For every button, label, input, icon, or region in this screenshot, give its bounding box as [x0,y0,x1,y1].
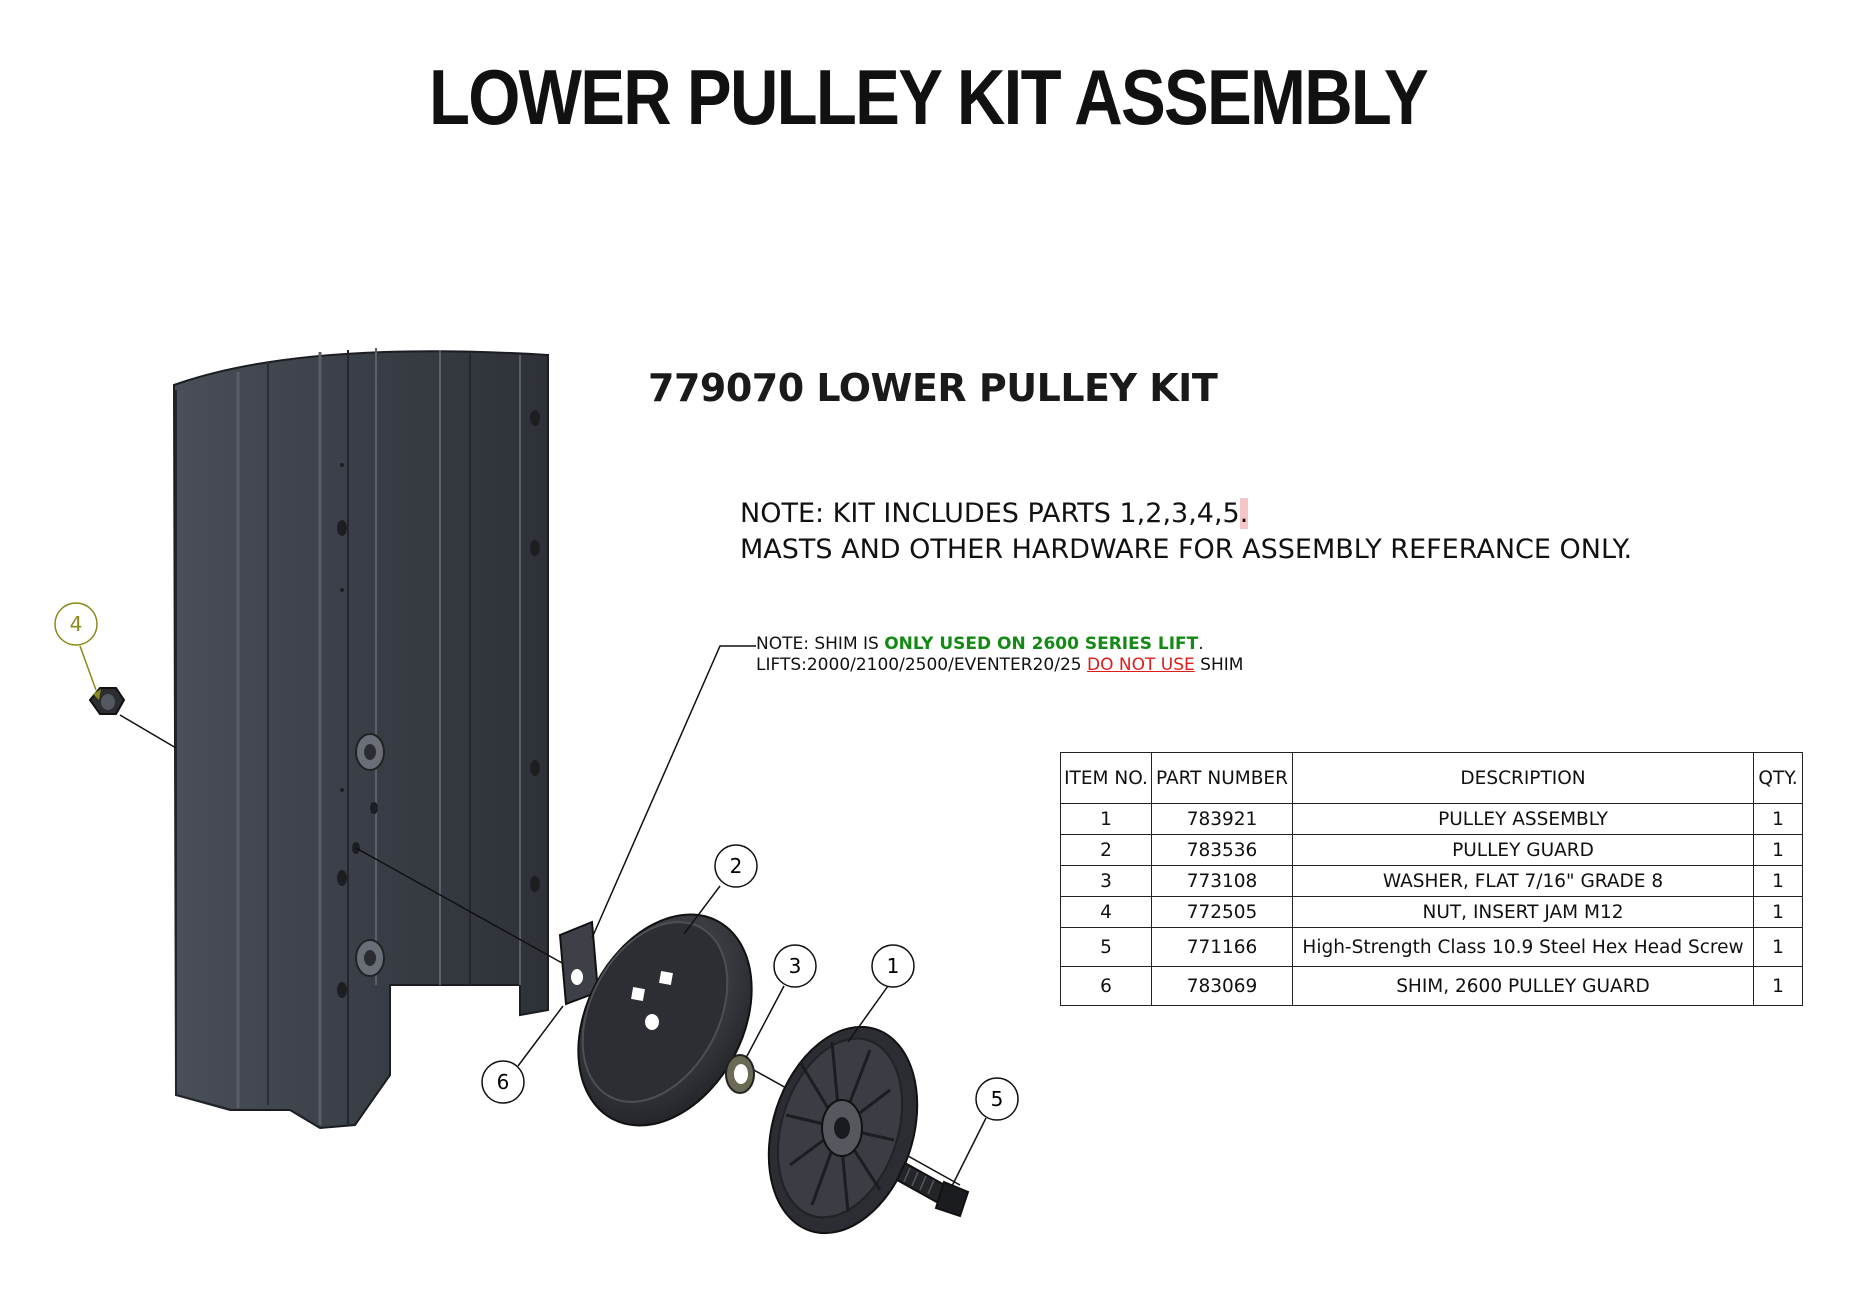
leader-arrow-4 [93,689,101,700]
leader-lines [517,645,987,1187]
bom-header-part: PART NUMBER [1151,752,1293,804]
kit-note-line1: NOTE: KIT INCLUDES PARTS 1,2,3,4,5. [740,496,1632,532]
shim-part [558,920,600,1006]
table-row: 4 772505 NUT, INSERT JAM M12 1 [1060,896,1803,928]
bom-part-number: 771166 [1151,927,1293,967]
bom-description: WASHER, FLAT 7/16" GRADE 8 [1292,865,1754,897]
bom-description: SHIM, 2600 PULLEY GUARD [1292,966,1754,1006]
table-row: 2 783536 PULLEY GUARD 1 [1060,834,1803,866]
table-row: 1 783921 PULLEY ASSEMBLY 1 [1060,803,1803,835]
bom-item-no: 4 [1060,896,1152,928]
bom-description: NUT, INSERT JAM M12 [1292,896,1754,928]
balloon-2: 2 [714,844,758,888]
shim-note-warning: DO NOT USE [1087,655,1195,675]
bom-part-number: 783069 [1151,966,1293,1006]
pulley-part [767,1025,919,1235]
balloon-4-label: 4 [70,612,83,636]
bom-header-description: DESCRIPTION [1292,752,1754,804]
shim-note-lifts: LIFTS:2000/2100/2500/EVENTER20/25 [756,655,1088,675]
shim-note-line2: LIFTS:2000/2100/2500/EVENTER20/25 DO NOT… [756,655,1243,676]
leader-line-6 [517,1005,564,1067]
washer-part [725,1054,755,1094]
leader-line-shim-note [591,645,756,939]
bill-of-materials-table: ITEM NO. PART NUMBER DESCRIPTION QTY. 1 … [1060,752,1803,1006]
balloon-4: 4 [54,602,98,646]
bom-qty: 1 [1753,803,1803,835]
balloon-1-label: 1 [887,954,900,978]
balloon-3-label: 3 [789,954,802,978]
screw-part [895,1161,970,1218]
bom-qty: 1 [1753,865,1803,897]
kit-note: NOTE: KIT INCLUDES PARTS 1,2,3,4,5. MAST… [740,496,1632,568]
bom-description: PULLEY GUARD [1292,834,1754,866]
table-row: 3 773108 WASHER, FLAT 7/16" GRADE 8 1 [1060,865,1803,897]
leader-line-1 [847,985,889,1043]
bom-description: PULLEY ASSEMBLY [1292,803,1754,835]
bom-part-number: 772505 [1151,896,1293,928]
shim-note-emphasis: ONLY USED ON 2600 SERIES LIFT [884,634,1199,654]
leader-line-4 [79,645,97,691]
leader-line-3 [745,985,785,1059]
kit-note-highlight: . [1239,498,1249,529]
mast-illustration [172,348,549,1130]
shim-note-shim: SHIM [1194,655,1244,675]
bom-header-item: ITEM NO. [1060,752,1152,804]
balloon-5: 5 [975,1077,1019,1121]
balloon-1: 1 [871,944,915,988]
bom-qty: 1 [1753,927,1803,967]
pulley-guard-part [577,913,753,1127]
shim-note-line1: NOTE: SHIM IS ONLY USED ON 2600 SERIES L… [756,634,1243,655]
shim-note: NOTE: SHIM IS ONLY USED ON 2600 SERIES L… [756,634,1243,676]
balloon-6-label: 6 [497,1070,510,1094]
nut-axis-line [119,714,177,749]
balloon-6: 6 [481,1060,525,1104]
leader-line-5 [951,1117,987,1187]
kit-title: 779070 LOWER PULLEY KIT [648,366,1218,410]
leader-line-2 [683,885,721,935]
shim-note-suffix: . [1198,634,1204,654]
bom-header-qty: QTY. [1753,752,1803,804]
balloon-2-label: 2 [730,854,743,878]
bom-header-row: ITEM NO. PART NUMBER DESCRIPTION QTY. [1060,752,1803,804]
bom-qty: 1 [1753,966,1803,1006]
page-title: LOWER PULLEY KIT ASSEMBLY [428,53,1429,141]
kit-note-text: NOTE: KIT INCLUDES PARTS 1,2,3,4,5 [740,498,1240,529]
balloon-5-label: 5 [991,1087,1004,1111]
shim-note-prefix: NOTE: SHIM IS [756,634,885,654]
balloon-3: 3 [773,944,817,988]
kit-note-line2: MASTS AND OTHER HARDWARE FOR ASSEMBLY RE… [740,534,1633,565]
table-row: 6 783069 SHIM, 2600 PULLEY GUARD 1 [1060,966,1803,1006]
bom-item-no: 2 [1060,834,1152,866]
nut-part [88,687,126,715]
